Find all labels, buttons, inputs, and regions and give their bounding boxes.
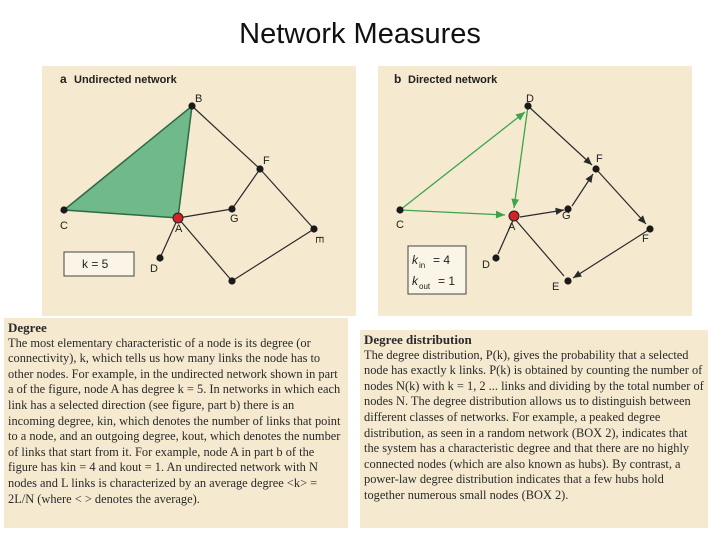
- shaded-triangle: [62, 104, 193, 219]
- panel-b-heading: Directed network: [408, 74, 498, 86]
- node-e: [310, 225, 318, 233]
- edge-a-e2: [177, 217, 233, 282]
- node-f: [256, 165, 264, 173]
- node-d: [156, 254, 164, 262]
- edge-b-f: [191, 105, 261, 170]
- label-g: G: [562, 210, 571, 222]
- edge-e2-e: [231, 228, 315, 282]
- node-d2: [492, 254, 500, 262]
- kout-label: k: [412, 274, 419, 288]
- label-c: C: [396, 219, 404, 231]
- node-bottom: [228, 277, 236, 285]
- label-a: A: [175, 223, 183, 235]
- undirected-network-diagram: a Undirected network B F C A G: [60, 72, 325, 285]
- label-a: A: [508, 221, 516, 233]
- edge-d-a-directed: [511, 105, 529, 209]
- degree-legend-box: [63, 251, 135, 277]
- kin-subscript: in: [419, 261, 425, 270]
- label-c: C: [60, 220, 68, 232]
- edge-f2-e-directed: [572, 228, 651, 279]
- node-d: [524, 102, 532, 110]
- edge-f-f2-directed: [595, 168, 647, 225]
- node-c: [60, 206, 68, 214]
- node-f2: [646, 225, 654, 233]
- node-b: [188, 102, 196, 110]
- label-f: F: [263, 155, 270, 167]
- node-a-hub: [172, 212, 184, 224]
- label-g: G: [230, 213, 239, 225]
- degree-distribution-text-box: Degree distribution The degree distribut…: [360, 330, 708, 528]
- node-a-hub: [508, 210, 520, 222]
- undirected-network-panel: a Undirected network B F C A G: [42, 66, 356, 316]
- edge-a-g: [177, 208, 233, 219]
- label-e: E: [552, 281, 559, 293]
- directed-network-diagram: b Directed network D F: [394, 72, 654, 295]
- degree-legend-label: k = 5: [82, 257, 109, 271]
- edge-d-f-directed: [527, 105, 593, 166]
- node-c: [396, 206, 404, 214]
- panel-b-letter: b: [394, 72, 401, 86]
- edge-a-d2: [497, 217, 515, 255]
- label-d: D: [150, 263, 158, 275]
- panel-a-heading: Undirected network: [74, 74, 178, 86]
- directed-network-panel: b Directed network D F: [378, 66, 692, 316]
- node-g: [228, 205, 236, 213]
- label-f2: F: [642, 233, 649, 245]
- edge-a-d: [159, 217, 179, 259]
- edge-c-a-directed: [399, 209, 506, 219]
- edge-a-e: [513, 217, 565, 277]
- degree-distribution-heading: Degree distribution: [364, 332, 472, 347]
- label-d: D: [526, 93, 534, 105]
- kout-subscript: out: [419, 282, 431, 291]
- edge-f-g: [231, 168, 261, 210]
- edge-g-f-directed: [571, 173, 594, 207]
- degree-text-box: Degree The most elementary characteristi…: [4, 318, 348, 528]
- degree-heading: Degree: [8, 320, 47, 335]
- edge-a-g-directed: [519, 207, 565, 218]
- edge-c-d-directed: [399, 111, 526, 211]
- node-e: [564, 277, 572, 285]
- label-f: F: [596, 153, 603, 165]
- panel-a-letter: a: [60, 72, 67, 86]
- slide-title: Network Measures: [239, 18, 481, 50]
- node-g: [564, 205, 572, 213]
- kout-value: = 1: [438, 274, 455, 288]
- degree-legend-box: [407, 245, 467, 295]
- node-f: [592, 165, 600, 173]
- label-e: E: [313, 236, 325, 243]
- degree-body: The most elementary characteristic of a …: [8, 335, 341, 506]
- label-b: B: [195, 93, 202, 105]
- degree-distribution-body: The degree distribution, P(k), gives the…: [364, 347, 704, 502]
- label-d2: D: [482, 259, 490, 271]
- kin-value: = 4: [433, 253, 450, 267]
- kin-label: k: [412, 253, 419, 267]
- edge-f-e: [259, 168, 315, 230]
